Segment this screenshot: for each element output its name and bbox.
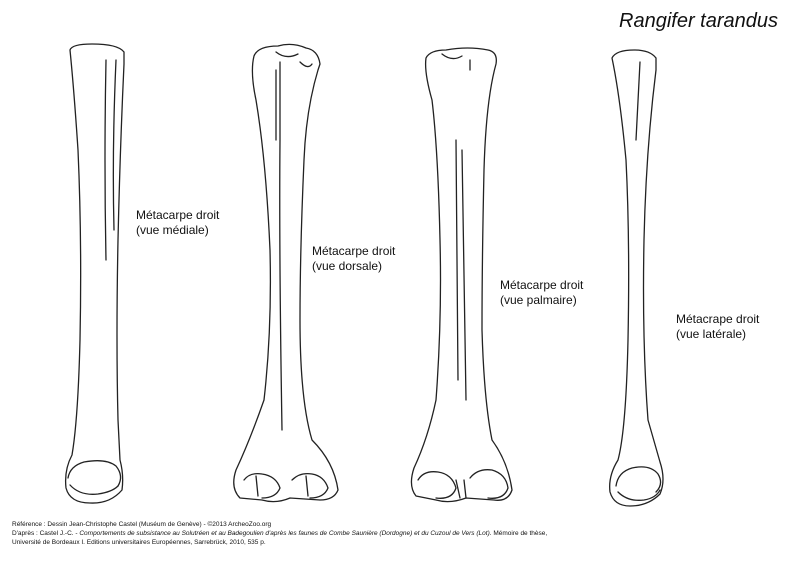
label-palmar-line1: Métacarpe droit (500, 278, 584, 292)
metacarpal-medial-view-drawing (64, 43, 125, 504)
label-medial-view: Métacarpe droit (vue médiale) (136, 208, 219, 238)
label-dorsal-line2: (vue dorsale) (312, 259, 383, 273)
credits-footer: Référence : Dessin Jean-Christophe Caste… (12, 520, 792, 547)
label-lateral-line2: (vue latérale) (676, 327, 747, 341)
reference-line: Référence : Dessin Jean-Christophe Caste… (12, 521, 272, 528)
label-medial-line1: Métacarpe droit (136, 208, 220, 222)
label-palmar-line2: (vue palmaire) (500, 293, 577, 307)
species-title: Rangifer tarandus (619, 10, 778, 32)
bone-drawings (64, 43, 664, 507)
metacarpal-dorsal-view-drawing (233, 43, 339, 503)
label-medial-line2: (vue médiale) (136, 223, 209, 237)
metacarpal-lateral-view-drawing (609, 49, 664, 507)
label-lateral-view: Métacrape droit (vue latérale) (676, 312, 759, 342)
source-prefix: D'après : Castel J.-C. - (12, 530, 80, 537)
label-dorsal-line1: Métacarpe droit (312, 244, 396, 258)
label-lateral-line1: Métacrape droit (676, 312, 760, 326)
source-title: Comportements de subsistance au Solutrée… (79, 530, 492, 537)
metacarpal-palmar-view-drawing (410, 47, 513, 503)
label-palmar-view: Métacarpe droit (vue palmaire) (500, 278, 583, 308)
source-line-2: Université de Bordeaux I. Editions unive… (12, 539, 266, 546)
label-dorsal-view: Métacarpe droit (vue dorsale) (312, 244, 395, 274)
source-suffix: Mémoire de thèse, (491, 530, 548, 537)
source-line: D'après : Castel J.-C. - Comportements d… (12, 529, 792, 538)
